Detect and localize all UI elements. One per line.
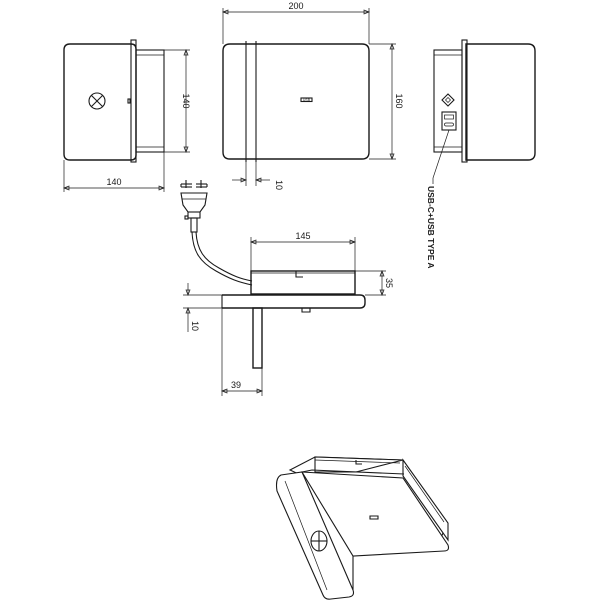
dim-label-side-depth: 140	[106, 177, 121, 187]
side-view-right: USB-C+USB TYPE A	[426, 39, 536, 269]
dim-front-width: 200	[222, 1, 370, 44]
touch-switch-icon	[441, 93, 455, 107]
dim-label-front-height: 160	[394, 93, 404, 108]
dim-side-height: 140	[164, 49, 191, 153]
dim-bottom-width: 145	[250, 231, 356, 271]
dim-bottom-depth: 39	[221, 308, 263, 396]
plug-icon	[180, 180, 208, 233]
cross-circle-icon	[88, 92, 106, 110]
dim-bottom-offset: 10	[183, 283, 222, 332]
dim-label-bottom-height: 35	[384, 278, 394, 288]
dim-label-front-offset: 10	[274, 180, 284, 190]
dim-front-height: 160	[369, 43, 404, 160]
port-text-front: USB	[303, 98, 311, 102]
dim-bottom-height: 35	[355, 270, 394, 296]
side-view: 140 140	[63, 39, 191, 192]
front-view: USB 200 160 10	[222, 1, 404, 190]
bottom-view: 145 35 10 39	[180, 180, 394, 396]
port-callout-label: USB-C+USB TYPE A	[426, 186, 436, 269]
dim-label-front-width: 200	[288, 1, 303, 11]
knob-icon	[310, 530, 328, 552]
dim-side-depth: 140	[63, 152, 165, 192]
dim-label-side-height: 140	[181, 93, 191, 108]
dim-front-offset: 10	[232, 162, 284, 190]
dim-label-bottom-depth: 39	[231, 380, 241, 390]
cord-icon	[191, 231, 253, 286]
dim-label-bottom-offset: 10	[190, 321, 200, 331]
usb-ports	[441, 111, 457, 131]
dim-label-bottom-width: 145	[295, 231, 310, 241]
isometric-view	[275, 456, 450, 600]
